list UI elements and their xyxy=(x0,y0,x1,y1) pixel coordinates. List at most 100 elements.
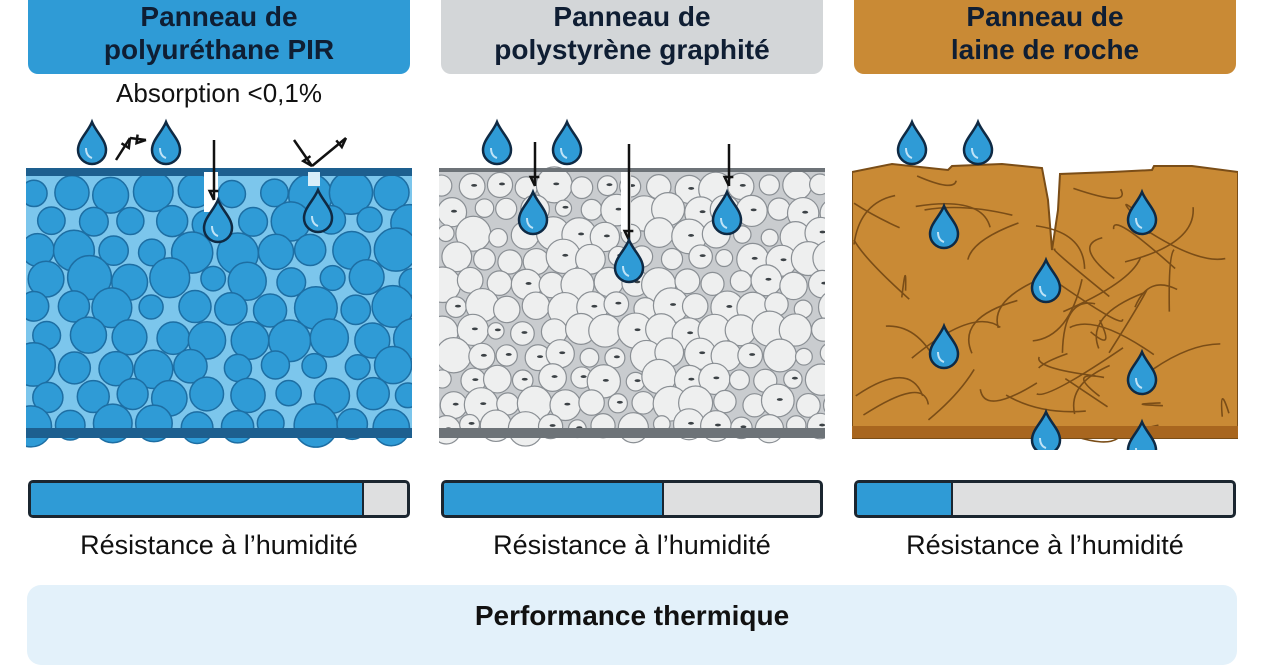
pir-panel-illustration xyxy=(26,118,412,448)
closed-cell xyxy=(32,381,64,414)
closed-cell xyxy=(309,318,350,358)
drop-highlight xyxy=(311,215,319,227)
drop-highlight xyxy=(1135,377,1143,389)
closed-cell xyxy=(275,379,303,407)
polystyrene-bead xyxy=(779,271,808,301)
closed-cell xyxy=(98,235,129,267)
closed-cell xyxy=(230,377,266,414)
polystyrene-bead xyxy=(728,369,750,391)
polystyrene-bead xyxy=(578,389,605,416)
wool-fiber xyxy=(911,320,1001,359)
closed-cell xyxy=(57,351,92,385)
wool-fiber xyxy=(967,222,1019,260)
closed-cell xyxy=(372,408,411,447)
graphite-particle xyxy=(451,209,458,213)
eps-resistance-label: Résistance à l’humidité xyxy=(493,530,771,560)
eps-bottom-edge xyxy=(439,428,825,438)
graphite-particle xyxy=(494,328,501,332)
wool-panel-illustration xyxy=(852,118,1238,450)
graphite-particle xyxy=(603,234,610,238)
graphite-particle xyxy=(699,351,706,355)
closed-cell xyxy=(66,254,113,301)
graphite-particle xyxy=(634,328,641,332)
polystyrene-bead xyxy=(700,271,725,296)
wool-fiber xyxy=(1032,279,1083,342)
closed-cell xyxy=(26,341,56,387)
graphite-particle xyxy=(616,400,623,404)
polystyrene-bead xyxy=(660,247,684,271)
wool-column: Panneau de laine de roche Résistance à l… xyxy=(852,0,1238,560)
wool-fiber xyxy=(1124,207,1194,263)
polystyrene-bead xyxy=(809,173,825,196)
drop-highlight xyxy=(159,147,167,159)
drop-highlight xyxy=(720,217,728,229)
drop-highlight xyxy=(1135,217,1143,229)
closed-cell xyxy=(26,179,48,208)
graphite-particle xyxy=(578,232,585,236)
arrow-head-icon xyxy=(622,229,634,241)
closed-cell xyxy=(371,284,412,329)
closed-cell xyxy=(230,320,270,360)
wool-fiber xyxy=(915,203,991,228)
wool-fiber xyxy=(916,175,957,187)
graphite-particle xyxy=(776,398,783,401)
graphite-particle xyxy=(699,254,706,258)
closed-cell xyxy=(373,227,412,272)
polystyrene-bead xyxy=(758,174,781,196)
water-drop-icon xyxy=(896,118,928,166)
closed-cell xyxy=(356,376,391,411)
graphite-particle xyxy=(602,378,609,382)
closed-cell xyxy=(344,353,371,381)
closed-cell xyxy=(91,176,130,214)
graphite-particle xyxy=(765,277,772,281)
drop-highlight xyxy=(937,231,945,243)
drop-highlight xyxy=(85,147,93,159)
pir-column: Panneau de polyuréthane PIR Absorption <… xyxy=(26,0,412,560)
eps-resistance-bar xyxy=(441,480,823,518)
polystyrene-bead xyxy=(810,317,825,342)
drop-highlight xyxy=(937,351,945,363)
drop-highlight xyxy=(526,217,534,229)
wool-fiber xyxy=(1062,257,1142,313)
pir-title-line1: Panneau de xyxy=(140,1,298,32)
closed-cell xyxy=(178,289,212,324)
graphite-particle xyxy=(468,422,475,425)
wool-fiber xyxy=(1095,292,1145,349)
water-drop-icon xyxy=(1126,348,1158,396)
graphite-particle xyxy=(452,402,459,406)
polystyrene-bead xyxy=(643,217,675,248)
water-drop-icon xyxy=(928,322,960,370)
closed-cell xyxy=(200,265,227,292)
graphite-particle xyxy=(499,182,506,186)
polystyrene-bead xyxy=(817,293,825,322)
graphite-particle xyxy=(687,331,694,335)
graphite-particle xyxy=(454,304,461,308)
graphite-particle xyxy=(615,207,622,211)
graphite-particle xyxy=(688,187,695,190)
polystyrene-bead xyxy=(762,338,797,373)
closed-cell xyxy=(98,350,134,387)
arrow-head-icon xyxy=(335,137,348,150)
wool-fiber xyxy=(1038,356,1096,377)
graphite-particle xyxy=(471,183,478,187)
graphite-particle xyxy=(580,375,587,378)
polystyrene-bead xyxy=(488,227,509,248)
arrow-head-icon xyxy=(528,175,540,187)
closed-cell xyxy=(260,350,291,380)
polystyrene-bead xyxy=(631,390,656,415)
pir-resistance-fill xyxy=(31,483,364,515)
water-drop-icon xyxy=(481,118,513,166)
wool-fiber xyxy=(1035,225,1086,269)
graphite-particle xyxy=(551,375,558,378)
graphite-particle xyxy=(670,303,677,306)
polystyrene-bead xyxy=(570,176,594,200)
pir-absorption-note: Absorption <0,1% xyxy=(116,78,322,108)
arrow-head-icon xyxy=(722,175,734,187)
wool-fiber xyxy=(1090,319,1107,341)
graphite-particle xyxy=(726,305,733,308)
closed-cell xyxy=(116,377,149,411)
water-drop-icon xyxy=(962,118,994,166)
closed-cell xyxy=(348,259,385,296)
graphite-particle xyxy=(472,378,479,381)
graphite-particle xyxy=(505,353,512,356)
